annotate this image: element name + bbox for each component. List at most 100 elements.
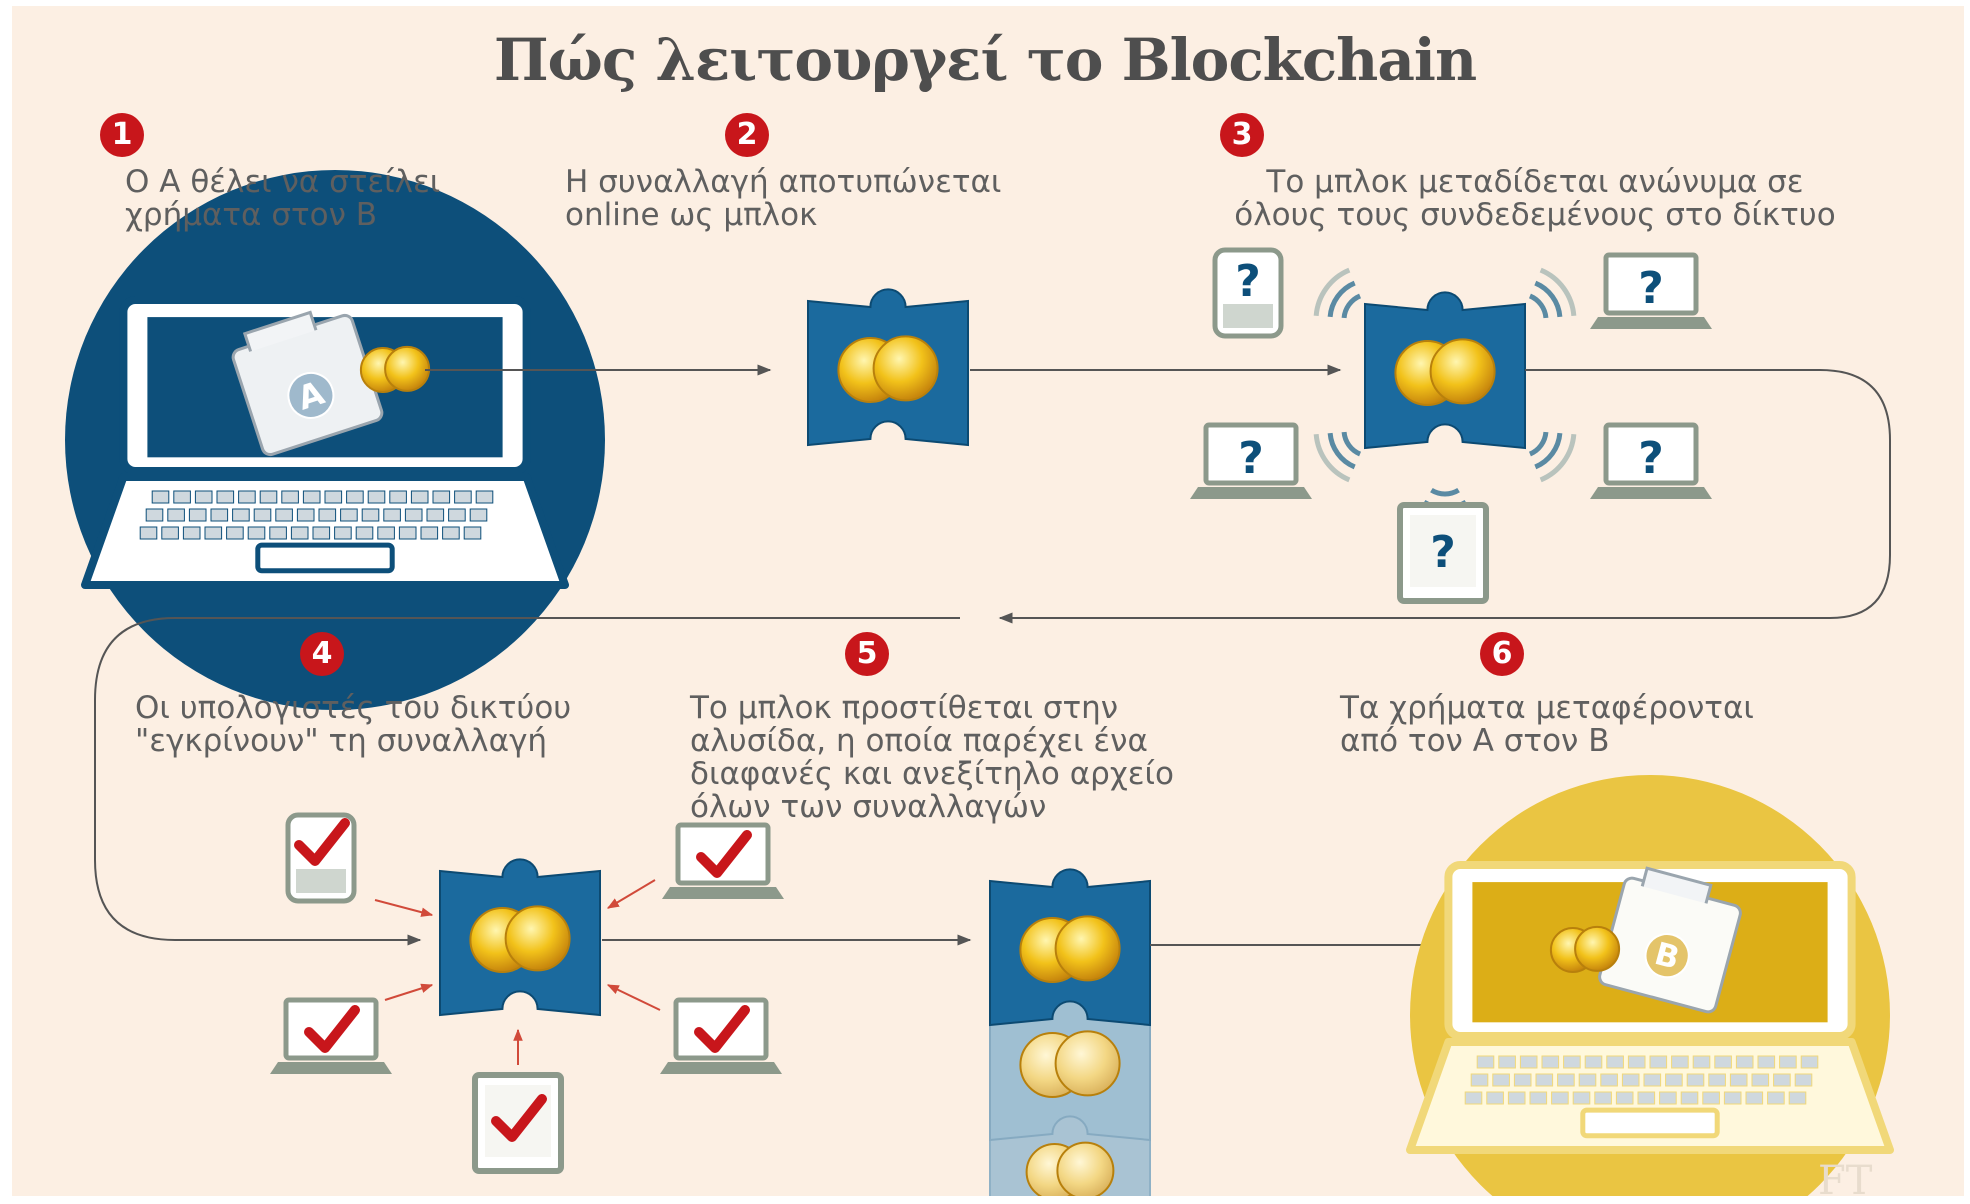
check-mark xyxy=(304,1005,360,1053)
chain-coins-3 xyxy=(1025,1141,1115,1196)
key xyxy=(204,526,223,540)
key xyxy=(145,508,164,522)
key xyxy=(259,490,278,504)
block-step-3 xyxy=(1364,291,1526,450)
step-3-badge: 3 xyxy=(1220,113,1264,157)
waves-nw xyxy=(1313,267,1362,319)
device-4-laptop-w xyxy=(270,997,392,1074)
step-6-badge: 6 xyxy=(1480,632,1524,676)
key xyxy=(1773,1073,1791,1087)
device-4-laptop-e xyxy=(660,997,782,1074)
key xyxy=(1578,1073,1597,1087)
device-3-laptop-ne: ? xyxy=(1590,252,1712,329)
wave xyxy=(1528,431,1549,457)
key xyxy=(1557,1073,1575,1087)
key xyxy=(346,490,364,504)
key xyxy=(398,526,417,540)
step-2-badge: 2 xyxy=(725,113,769,157)
trackpad xyxy=(255,542,395,574)
key xyxy=(226,526,244,540)
step-6-text: Τα χρήματα μεταφέρονται από τον Α στον Β xyxy=(1340,690,1754,759)
wave xyxy=(1327,432,1356,470)
key xyxy=(1529,1091,1548,1105)
step-5-badge: 5 xyxy=(845,632,889,676)
key xyxy=(1779,1055,1797,1069)
check-mark xyxy=(294,818,350,866)
key xyxy=(1729,1073,1748,1087)
key xyxy=(1659,1091,1677,1105)
key xyxy=(1464,1091,1483,1105)
key xyxy=(1692,1055,1711,1069)
device-3-phone: ? xyxy=(1212,247,1284,339)
wave xyxy=(1528,293,1549,319)
key xyxy=(1788,1091,1807,1105)
device-screen xyxy=(1203,422,1299,486)
arrow-3-4-lower xyxy=(94,617,960,946)
coins-b xyxy=(1549,925,1621,973)
check-mark xyxy=(694,1005,750,1053)
key xyxy=(1563,1055,1581,1069)
device-base xyxy=(1590,317,1712,329)
key xyxy=(1680,1091,1699,1105)
key xyxy=(1615,1091,1634,1105)
approval-arrow xyxy=(606,984,661,1011)
key xyxy=(1507,1091,1526,1105)
device-3-laptop-e: ? xyxy=(1590,422,1712,499)
coin xyxy=(504,905,571,972)
key xyxy=(1649,1055,1668,1069)
ft-credit: FT xyxy=(1818,1158,1873,1204)
device-screen xyxy=(673,997,769,1061)
wallet-flap xyxy=(242,310,318,352)
key xyxy=(404,508,423,522)
key xyxy=(324,490,343,504)
key xyxy=(389,490,407,504)
key xyxy=(1665,1073,1683,1087)
keyboard xyxy=(1464,1055,1819,1105)
key xyxy=(1702,1091,1720,1105)
coins-a xyxy=(359,345,431,393)
key xyxy=(161,526,179,540)
wave xyxy=(1313,433,1351,483)
key xyxy=(1621,1073,1640,1087)
question-mark: ? xyxy=(1235,256,1261,307)
key xyxy=(318,508,337,522)
key xyxy=(232,508,250,522)
coin xyxy=(384,345,431,392)
key xyxy=(238,490,256,504)
device-keys xyxy=(296,869,346,893)
key xyxy=(1486,1091,1504,1105)
key xyxy=(253,508,272,522)
key xyxy=(1584,1055,1603,1069)
key xyxy=(448,508,466,522)
device-4-tablet xyxy=(472,1072,564,1174)
key xyxy=(139,526,158,540)
device-screen xyxy=(1603,422,1699,486)
key xyxy=(1541,1055,1560,1069)
wave xyxy=(1313,267,1351,317)
approval-arrow xyxy=(374,899,434,917)
step-5-text: Το μπλοκ προστίθεται στην αλυσίδα, η οπο… xyxy=(690,690,1174,825)
key xyxy=(1643,1073,1662,1087)
page-title: Πώς λειτουργεί το Blockchain xyxy=(493,26,1477,94)
wave xyxy=(1539,267,1577,317)
key xyxy=(340,508,358,522)
block-step-4 xyxy=(439,858,601,1017)
wave xyxy=(1534,280,1563,318)
key xyxy=(1751,1073,1770,1087)
question-mark: ? xyxy=(1430,527,1456,578)
key xyxy=(1498,1055,1516,1069)
key xyxy=(194,490,213,504)
coin xyxy=(1056,1141,1115,1196)
key xyxy=(269,526,287,540)
step-3-text: Το μπλοκ μεταδίδεται ανώνυμα σε όλους το… xyxy=(1234,164,1836,233)
approval-arrow xyxy=(606,879,656,909)
laptop-a xyxy=(81,296,569,589)
key xyxy=(334,526,352,540)
key xyxy=(1723,1091,1742,1105)
device-base xyxy=(660,1062,782,1074)
key xyxy=(1745,1091,1764,1105)
device-base xyxy=(1190,487,1312,499)
key xyxy=(420,526,439,540)
key xyxy=(1600,1073,1618,1087)
